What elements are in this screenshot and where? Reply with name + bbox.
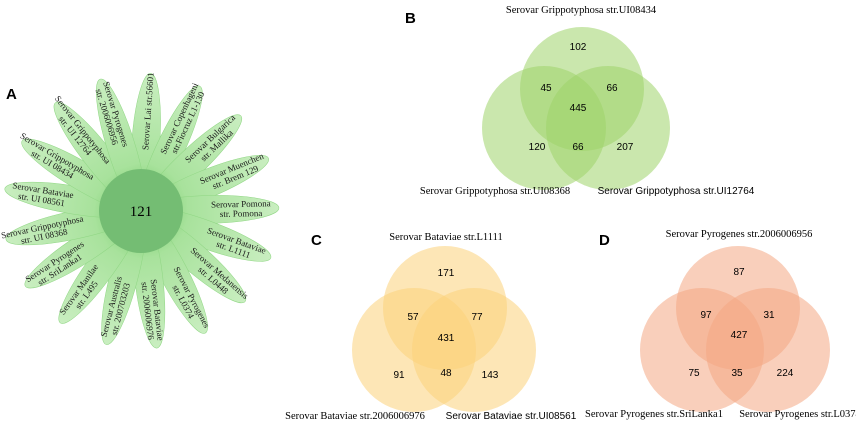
venn-c-label-top: Serovar Bataviae str.L1111 xyxy=(389,232,502,243)
venn-b-region-top-left: 45 xyxy=(540,83,552,94)
panel-b-letter: B xyxy=(405,10,416,27)
venn-d-region-top-left: 97 xyxy=(700,310,712,321)
venn-b-region-center: 445 xyxy=(570,103,587,114)
venn-d-region-right: 224 xyxy=(777,368,794,379)
panel-d-letter: D xyxy=(599,232,610,249)
venn-c-region-right: 143 xyxy=(482,370,499,381)
venn-c-region-bottom: 48 xyxy=(440,368,452,379)
venn-b-label-left: Serovar Grippotyphosa str.UI08368 xyxy=(420,186,570,197)
venn-b-label-top: Serovar Grippotyphosa str.UI08434 xyxy=(506,5,657,16)
venn-b-region-top-right: 66 xyxy=(606,83,618,94)
venn-d-label-right: Serovar Pyrogenes str.L0374 xyxy=(739,409,856,420)
venn-c-region-top: 171 xyxy=(438,268,455,279)
venn-c-region-center: 431 xyxy=(438,333,455,344)
panel-c-venn-diagram: C Serovar Bataviae str.L1111 Serovar Bat… xyxy=(285,232,577,422)
panel-a-letter: A xyxy=(6,86,17,103)
panel-b-venn-diagram: B Serovar Grippotyphosa str.UI08434 Sero… xyxy=(405,5,755,197)
venn-b-label-right: Serovar Grippotyphosa str.UI12764 xyxy=(598,186,755,197)
venn-d-label-top: Serovar Pyrogenes str.2006006956 xyxy=(666,229,813,240)
flower-center-value: 121 xyxy=(130,204,153,220)
venn-d-circle-right xyxy=(706,288,830,412)
venn-c-region-top-left: 57 xyxy=(407,312,419,323)
venn-c-label-left: Serovar Bataviae str.2006006976 xyxy=(285,411,425,422)
venn-d-region-top-right: 31 xyxy=(763,310,775,321)
flower-petal-label: str. Pomona xyxy=(220,208,263,219)
venn-d-region-center: 427 xyxy=(731,330,748,341)
venn-d-region-left: 75 xyxy=(688,368,700,379)
venn-c-region-top-right: 77 xyxy=(471,312,483,323)
venn-b-region-top: 102 xyxy=(570,42,587,53)
venn-c-circle-right xyxy=(412,288,536,412)
venn-b-region-bottom: 66 xyxy=(572,142,584,153)
venn-b-circle-right xyxy=(546,66,670,190)
panel-c-letter: C xyxy=(311,232,322,249)
panel-d-venn-diagram: D Serovar Pyrogenes str.2006006956 Serov… xyxy=(585,229,856,420)
flower-center-circle xyxy=(99,169,183,253)
venn-c-region-left: 91 xyxy=(393,370,405,381)
flower-petal-label: Serovar Pomona xyxy=(211,198,271,209)
venn-c-label-right: Serovar Bataviae str.UI08561 xyxy=(446,411,577,422)
venn-b-region-left: 120 xyxy=(529,142,546,153)
venn-b-region-right: 207 xyxy=(617,142,634,153)
venn-d-label-left: Serovar Pyrogenes str.SriLanka1 xyxy=(585,409,723,420)
venn-d-region-top: 87 xyxy=(733,267,745,278)
venn-d-region-bottom: 35 xyxy=(731,368,743,379)
